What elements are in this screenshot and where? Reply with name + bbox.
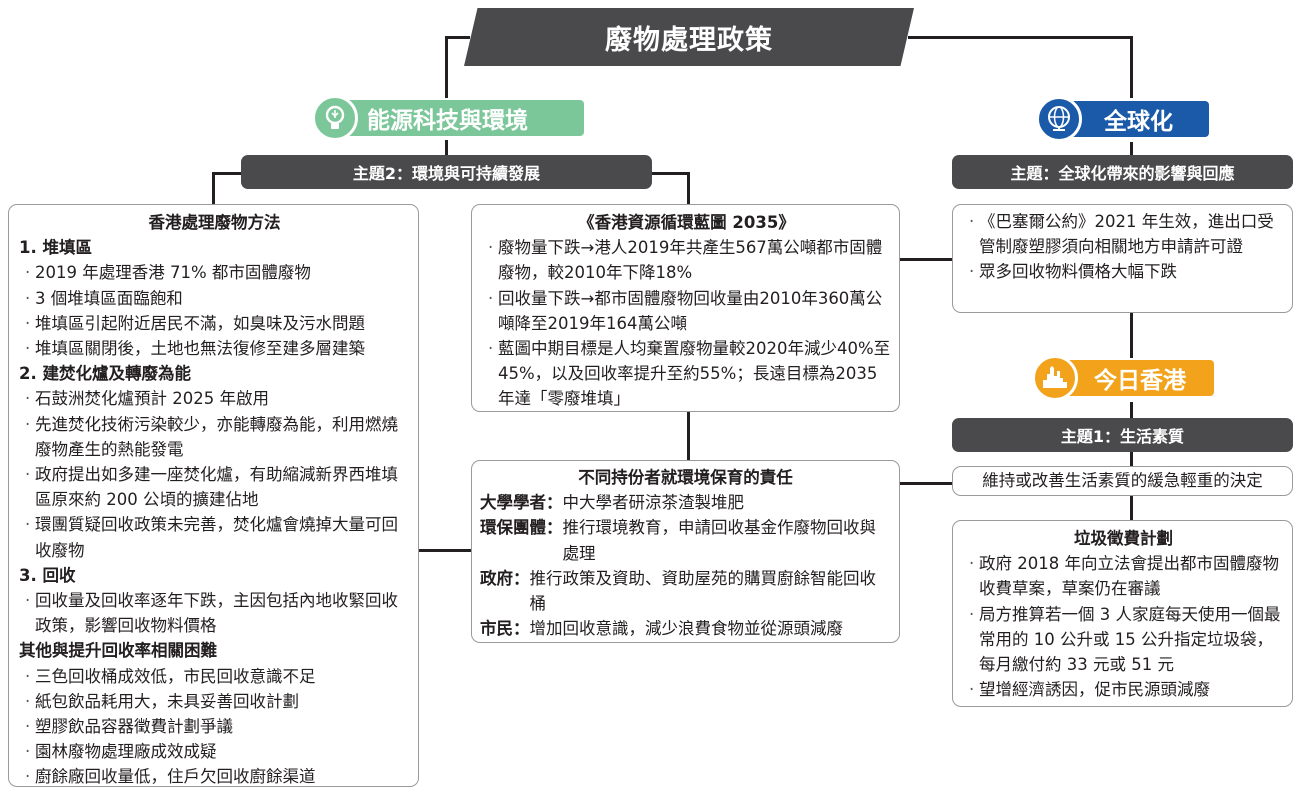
stakeholders-box: 不同持份者就環境保育的責任 大學學者： 中大學者研涼茶渣製堆肥 環保團體： 推行… — [471, 460, 900, 643]
stakeholder-row: 政府： 推行政策及資助、資助屋苑的購買廚餘智能回收桶 — [480, 566, 891, 616]
theme-1-label: 主題1：生活素質 — [1060, 427, 1185, 446]
list-item: 塑膠飲品容器徵費計劃爭議 — [19, 714, 410, 739]
list-item: 政府提出如多建一座焚化爐，有助縮減新界西堆填區原來約 200 公頃的擴建佔地 — [19, 462, 410, 512]
stakeholder-role: 市民： — [480, 619, 530, 639]
waste-charging-box: 垃圾徵費計劃 政府 2018 年向立法會提出都市固體廢物收費草案，草案仍在審議 … — [952, 520, 1293, 707]
stakeholder-text: 增加回收意識，減少浪費食物並從源頭減廢 — [529, 619, 844, 639]
list-item: 望增經濟誘因，促市民源頭減廢 — [963, 677, 1284, 702]
connector-theme1-quality — [1130, 450, 1133, 466]
list-item: 堆填區關閉後，土地也無法復修至建多層建築 — [19, 336, 410, 361]
connector-blueprint-basel — [900, 258, 952, 261]
theme-2-bar: 主題2：環境與可持續發展 — [241, 155, 652, 189]
connector-title-right-h — [908, 36, 1133, 39]
methods-section-incinerator: 2. 建焚化爐及轉廢為能 — [19, 364, 191, 384]
list-item: 堆填區引起附近居民不滿，如臭味及污水問題 — [19, 311, 410, 336]
list-item: 紙包飲品耗用大，未具妥善回收計劃 — [19, 689, 410, 714]
list-item: 三色回收桶成效低，市民回收意識不足 — [19, 664, 410, 689]
stakeholder-text: 推行政策及資助、資助屋苑的購買廚餘智能回收桶 — [529, 568, 877, 614]
theme-1-bar: 主題1：生活素質 — [952, 418, 1293, 452]
list-item: 環團質疑回收政策未完善，焚化爐會燒掉大量可回收廢物 — [19, 512, 410, 562]
connector-title-left-v — [445, 36, 448, 98]
stakeholder-text: 中大學者研涼茶渣製堆肥 — [562, 493, 745, 513]
stakeholder-role: 政府： — [480, 568, 530, 588]
list-item: 回收量下跌→都市固體廢物回收量由2010年360萬公噸降至2019年164萬公噸 — [482, 286, 891, 336]
connector-theme2-left — [212, 172, 215, 204]
stakeholder-row: 環保團體： 推行環境教育，申請回收基金作廢物回收與處理 — [480, 515, 891, 565]
list-item: 局方推算若一個 3 人家庭每天使用一個最常用的 10 公升或 15 公升指定垃圾… — [963, 602, 1284, 678]
connector-energy-theme — [445, 140, 448, 158]
category-energy: 能源科技與環境 — [312, 95, 584, 141]
basel-convention-box: 《巴塞爾公約》2021 年生效，進出口受管制廢塑膠須向相關地方申請許可證 眾多回… — [952, 204, 1293, 313]
stakeholder-row: 市民： 增加回收意識，減少浪費食物並從源頭減廢 — [480, 616, 891, 641]
stakeholder-row: 大學學者： 中大學者研涼茶渣製堆肥 — [480, 490, 891, 515]
category-hongkong-label: 今日香港 — [1094, 368, 1186, 394]
charging-heading: 垃圾徵費計劃 — [1074, 529, 1173, 548]
list-item: 2019 年處理香港 71% 都市固體廢物 — [19, 260, 410, 285]
theme-global-bar: 主題：全球化帶來的影響與回應 — [952, 155, 1293, 189]
blueprint-heading: 《香港資源循環藍圖 2035》 — [578, 213, 795, 232]
theme-2-label: 主題2：環境與可持續發展 — [352, 164, 541, 183]
globe-icon — [1036, 96, 1082, 142]
quality-of-life-box: 維持或改善生活素質的緩急輕重的決定 — [952, 466, 1293, 496]
connector-methods-stake — [419, 549, 472, 552]
connector-title-left-h — [445, 36, 470, 39]
list-item: 園林廢物處理廠成效成疑 — [19, 739, 410, 764]
connector-theme2-right — [687, 172, 690, 204]
connector-stake-quality — [900, 482, 952, 485]
stakeholder-text: 推行環境教育，申請回收基金作廢物回收與處理 — [562, 518, 877, 563]
list-item: 先進焚化技術污染較少，亦能轉廢為能，利用燃燒廢物產生的熱能發電 — [19, 412, 410, 462]
methods-heading: 香港處理廢物方法 — [148, 213, 281, 232]
blueprint-box: 《香港資源循環藍圖 2035》 廢物量下跌→港人2019年共產生567萬公噸都市… — [471, 204, 900, 412]
list-item: 3 個堆填區面臨飽和 — [19, 286, 410, 311]
category-hongkong: 今日香港 — [1032, 355, 1214, 401]
city-skyline-icon — [1032, 355, 1078, 401]
methods-section-difficulties: 其他與提升回收率相關困難 — [19, 641, 217, 661]
page-title: 廢物處理政策 — [605, 24, 773, 56]
connector-hk-theme1 — [1130, 402, 1133, 418]
list-item: 眾多回收物料價格大幅下跌 — [963, 259, 1284, 284]
title-banner: 廢物處理政策 — [464, 8, 914, 66]
list-item: 藍圖中期目標是人均棄置廢物量較2020年減少40%至45%，以及回收率提升至約5… — [482, 336, 891, 412]
waste-methods-box: 香港處理廢物方法 1. 堆填區 2019 年處理香港 71% 都市固體廢物 3 … — [8, 204, 419, 787]
connector-basel-hk — [1130, 313, 1133, 358]
connector-quality-charging — [1130, 496, 1133, 520]
lightbulb-icon — [312, 95, 358, 141]
list-item: 石鼓洲焚化爐預計 2025 年啟用 — [19, 386, 410, 411]
methods-section-recycle: 3. 回收 — [19, 565, 76, 585]
category-global: 全球化 — [1036, 96, 1209, 142]
connector-title-right-v — [1130, 36, 1133, 98]
list-item: 回收量及回收率逐年下跌，主因包括內地收緊回收政策，影響回收物料價格 — [19, 588, 410, 638]
stakeholder-role: 環保團體： — [480, 518, 563, 538]
quality-of-life-text: 維持或改善生活素質的緩急輕重的決定 — [982, 471, 1263, 490]
stakeholders-heading: 不同持份者就環境保育的責任 — [578, 468, 793, 487]
stakeholder-role: 大學學者： — [480, 493, 563, 513]
connector-blueprint-stake — [687, 412, 690, 460]
list-item: 廚餘廠回收量低，住戶欠回收廚餘渠道 — [19, 764, 410, 789]
theme-global-label: 主題：全球化帶來的影響與回應 — [1010, 164, 1235, 183]
methods-section-landfill: 1. 堆填區 — [19, 238, 92, 258]
list-item: 廢物量下跌→港人2019年共產生567萬公噸都市固體廢物，較2010年下降18% — [482, 235, 891, 285]
category-energy-label: 能源科技與環境 — [367, 108, 528, 134]
category-global-label: 全球化 — [1104, 109, 1173, 135]
list-item: 《巴塞爾公約》2021 年生效，進出口受管制廢塑膠須向相關地方申請許可證 — [963, 209, 1284, 259]
connector-global-theme — [1130, 142, 1133, 158]
list-item: 政府 2018 年向立法會提出都市固體廢物收費草案，草案仍在審議 — [963, 551, 1284, 601]
